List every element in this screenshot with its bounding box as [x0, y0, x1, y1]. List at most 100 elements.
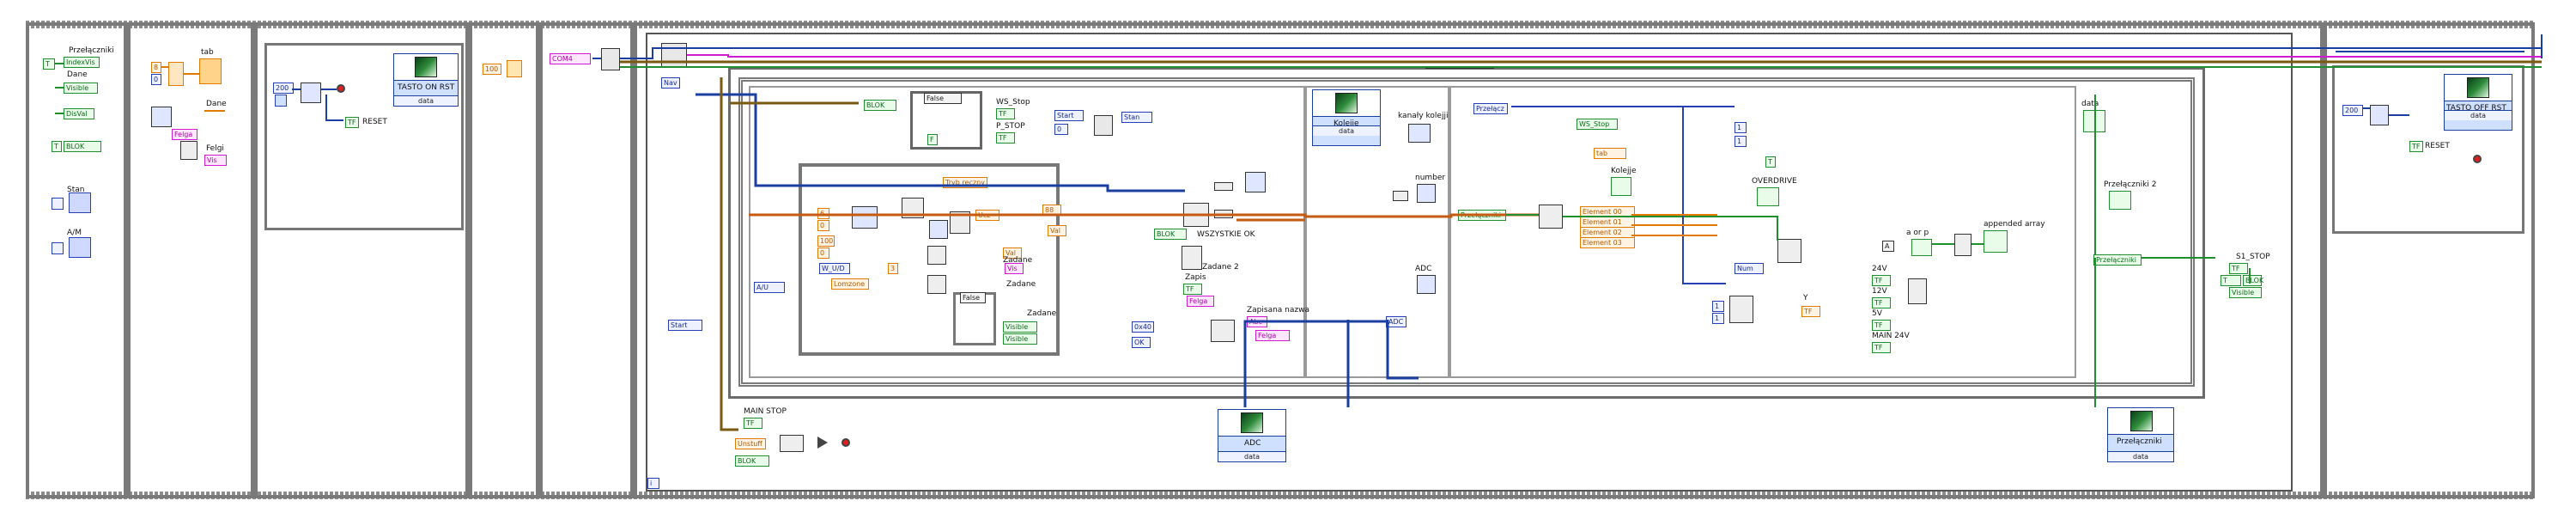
bundle-node[interactable] — [168, 62, 184, 86]
element-03[interactable]: Element 03 — [1580, 237, 1635, 248]
t-const-overdrive[interactable]: T — [1765, 156, 1776, 168]
ws-stop-indicator[interactable]: TF — [996, 108, 1015, 119]
main24-led[interactable]: TF — [1872, 342, 1891, 353]
felga-out-local[interactable]: Felga — [1255, 330, 1290, 341]
const-1[interactable]: 1 — [1712, 301, 1724, 312]
tf-constant[interactable]: TF — [345, 117, 359, 128]
felga-input[interactable]: Felga — [172, 129, 197, 140]
const-1-d[interactable]: 1 — [1712, 313, 1724, 324]
dane-local[interactable] — [204, 110, 225, 112]
kolejje-out-indicator[interactable] — [1611, 177, 1631, 196]
nav-input[interactable]: Nav — [661, 77, 680, 89]
num-local[interactable]: Num — [1735, 263, 1764, 274]
comm-node-6[interactable] — [927, 275, 946, 294]
property-node[interactable] — [151, 107, 172, 127]
const-pair-1[interactable] — [1214, 182, 1233, 191]
false-case-inner-selector[interactable]: False — [960, 292, 986, 303]
kolejje-vi[interactable]: Kolejje data — [1312, 89, 1381, 146]
build-array-node[interactable] — [1954, 234, 1971, 256]
main-stop-led[interactable]: TF — [744, 418, 762, 429]
const-100-inner[interactable]: 100 — [817, 235, 835, 247]
wait-node-frame5[interactable] — [507, 60, 522, 77]
com4-input[interactable]: COM4 — [550, 53, 591, 64]
f-constant[interactable]: F — [927, 134, 938, 145]
select-node-2[interactable] — [1182, 246, 1202, 270]
tasto-off-rst-vi[interactable]: TASTO OFF RST data — [2444, 74, 2512, 131]
p-stop-indicator[interactable]: TF — [996, 132, 1015, 144]
hex-const[interactable]: 0x40 — [1132, 321, 1154, 333]
const-1-c[interactable]: 1 — [1735, 136, 1747, 147]
przelaczniki-out[interactable]: Przełączniki — [2093, 254, 2142, 266]
wait-ms-node[interactable] — [301, 82, 321, 103]
felga-control[interactable]: Felga — [1187, 296, 1214, 307]
unstuff-local[interactable]: Unstuff — [735, 438, 766, 449]
build-path-node[interactable] — [1211, 320, 1235, 342]
zapis-control[interactable]: TF — [1183, 284, 1202, 295]
number-indicator[interactable] — [1417, 184, 1436, 203]
vis-property-inner[interactable]: Vis — [1005, 263, 1024, 274]
v5-led[interactable]: TF — [1872, 320, 1891, 331]
kanaly-kolejji-indicator[interactable] — [1408, 124, 1431, 143]
visible-property-b[interactable]: Visible — [1003, 333, 1037, 345]
blok-local[interactable]: BLOK — [64, 141, 101, 152]
const-3[interactable]: 3 — [888, 263, 898, 274]
tasto-on-rst-vi[interactable]: TASTO ON RST data — [393, 53, 459, 107]
comm-node-5[interactable] — [927, 246, 946, 265]
adc-indicator[interactable] — [1417, 275, 1436, 294]
const-200[interactable]: 200 — [273, 82, 294, 94]
comm-node-1[interactable] — [852, 206, 878, 229]
v12-led[interactable]: TF — [1872, 297, 1891, 308]
const-100[interactable]: 100 — [483, 64, 501, 75]
overdrive-indicator[interactable] — [1757, 187, 1779, 206]
const-1-b[interactable]: 1 — [1735, 122, 1747, 133]
disval-property[interactable]: DisVal — [64, 108, 94, 119]
felgi-node[interactable] — [180, 141, 197, 160]
appended-array-indicator[interactable] — [1984, 230, 2008, 253]
am-ref-constant[interactable] — [52, 242, 64, 254]
const-200-frame7[interactable]: 200 — [2342, 105, 2363, 116]
wait-ms-frame7[interactable] — [2370, 105, 2389, 125]
tab-indicator[interactable] — [199, 58, 222, 84]
visible-right[interactable]: Visible — [2229, 287, 2262, 298]
am-property-node[interactable] — [69, 237, 91, 258]
start-local-inner[interactable]: Start — [1054, 110, 1084, 121]
array-indicator[interactable] — [1245, 172, 1266, 192]
visa-open-node[interactable] — [601, 48, 620, 70]
const-0-b[interactable]: 0 — [817, 247, 829, 259]
tab-local[interactable]: tab — [1594, 148, 1626, 159]
indexvis-property[interactable]: IndexVis — [64, 57, 100, 68]
blok2-local[interactable]: BLOK — [1154, 229, 1187, 240]
const-8[interactable]: 8 — [151, 62, 161, 73]
a-or-p-indicator[interactable] — [1911, 239, 1932, 256]
przelaczniki2-indicator[interactable] — [2109, 191, 2131, 210]
case-compare-node[interactable] — [1729, 296, 1753, 323]
blok-right[interactable]: BLOK — [2243, 275, 2263, 286]
wud-property[interactable]: W_U/D — [819, 263, 850, 274]
false-case-selector[interactable]: False — [924, 93, 962, 104]
visible-property[interactable]: Visible — [64, 82, 98, 94]
t-constant-right[interactable]: T — [2221, 275, 2241, 286]
visible-property-a[interactable]: Visible — [1003, 321, 1037, 333]
unbundle-node[interactable] — [1908, 278, 1927, 304]
true-constant[interactable]: T — [43, 58, 55, 70]
zero-const[interactable]: 0 — [1054, 124, 1068, 135]
format-node[interactable] — [1777, 239, 1801, 263]
stan-local[interactable]: Stan — [1121, 112, 1152, 123]
disval-local[interactable]: Val — [1048, 225, 1066, 236]
for-loop-node[interactable] — [1539, 205, 1563, 229]
v24-led[interactable]: TF — [1872, 275, 1891, 286]
const-a[interactable]: A — [1882, 241, 1894, 252]
s1-stop-led[interactable]: TF — [2229, 263, 2248, 274]
vis-property[interactable]: Vis — [204, 155, 227, 166]
przelaczniki-vi[interactable]: Przełączniki data — [2107, 407, 2174, 462]
select-node[interactable] — [1094, 115, 1113, 136]
ok-control[interactable]: OK — [1132, 337, 1151, 348]
start-local[interactable]: Start — [668, 320, 702, 331]
const-0[interactable]: 0 — [151, 74, 161, 85]
y-indicator[interactable]: TF — [1801, 306, 1820, 317]
const-0[interactable]: 0 — [817, 220, 829, 231]
true-constant-2[interactable]: T — [52, 141, 62, 152]
au-local[interactable]: A/U — [754, 282, 785, 293]
comm-node-3[interactable] — [929, 220, 948, 239]
wsstop2-local[interactable]: WS_Stop — [1577, 119, 1618, 130]
